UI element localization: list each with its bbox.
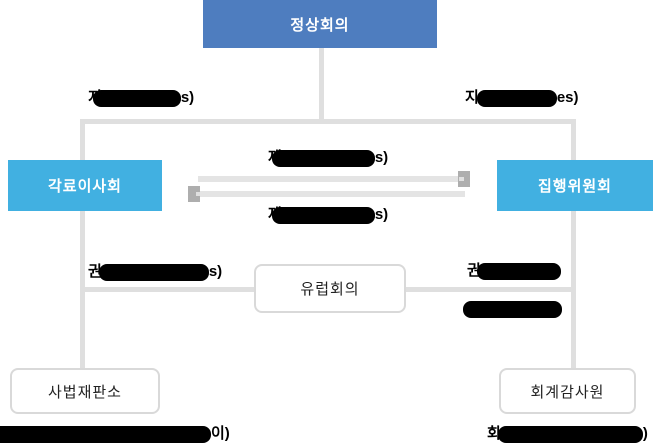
label-council-out: 권 s) xyxy=(88,262,222,282)
label-top-left: 지 s) xyxy=(88,88,194,108)
arrow-left-shaft xyxy=(200,191,465,197)
redaction-bar xyxy=(92,89,181,107)
node-european-council: 유럽회의 xyxy=(254,264,406,313)
label-auditors-note: 회 ) xyxy=(487,424,648,444)
node-council: 각료이사회 xyxy=(8,160,162,211)
connector-mid-right-horizontal xyxy=(406,287,572,292)
label-mid-bottom: 제 s) xyxy=(268,205,388,225)
redaction-bar xyxy=(476,262,561,280)
node-european-council-label: 유럽회의 xyxy=(300,281,360,298)
label-justice-note-suffix: 이) xyxy=(211,425,230,442)
label-top-right: 지 es) xyxy=(465,88,579,108)
label-mid-top: 제 s) xyxy=(268,148,388,168)
connector-left-drop xyxy=(80,124,85,160)
node-court-of-justice-label: 사법재판소 xyxy=(47,383,122,401)
connector-summit-vertical xyxy=(319,48,324,119)
redaction-bar xyxy=(271,206,375,224)
redaction-bar xyxy=(476,89,557,107)
label-auditors-note-suffix: ) xyxy=(642,425,648,442)
node-commission-label: 집행위원회 xyxy=(537,178,612,195)
node-summit-label: 정상회의 xyxy=(290,16,350,34)
label-council-out-prefix: 권 xyxy=(88,263,102,280)
label-mid-bottom-suffix: s) xyxy=(374,206,389,223)
label-auditors-note-prefix: 회 xyxy=(487,425,501,442)
arrow-left-head-icon xyxy=(188,186,200,202)
redaction-bar xyxy=(271,149,375,167)
connector-mid-left-horizontal xyxy=(83,287,254,292)
node-council-label: 각료이사회 xyxy=(47,178,122,195)
label-mid-top-suffix: s) xyxy=(374,149,389,166)
arrow-left-notch xyxy=(196,192,201,196)
redaction-bar xyxy=(463,300,562,318)
label-top-right-prefix: 지 xyxy=(465,89,479,106)
redaction-bar xyxy=(0,425,211,443)
node-commission: 집행위원회 xyxy=(497,160,653,211)
node-court-of-justice: 사법재판소 xyxy=(10,368,160,414)
label-commission-out-2 xyxy=(463,299,562,319)
connector-right-lower-vertical xyxy=(571,211,576,368)
connector-top-horizontal xyxy=(80,119,576,124)
label-top-left-suffix: s) xyxy=(180,89,195,106)
label-justice-note: 이) xyxy=(0,424,230,444)
node-summit: 정상회의 xyxy=(203,0,437,48)
label-commission-out-1: 권 xyxy=(467,261,561,281)
redaction-bar xyxy=(497,425,643,443)
arrow-right-head-icon xyxy=(458,171,470,187)
node-court-of-auditors-label: 회계감사원 xyxy=(530,383,605,401)
redaction-bar xyxy=(98,263,209,281)
connector-left-lower-vertical xyxy=(80,211,85,368)
arrow-right-shaft xyxy=(198,176,458,182)
connector-right-drop xyxy=(571,124,576,160)
label-council-out-suffix: s) xyxy=(208,263,223,280)
node-court-of-auditors: 회계감사원 xyxy=(499,368,636,414)
label-top-right-suffix: es) xyxy=(556,89,579,106)
arrow-right-notch xyxy=(459,177,464,181)
